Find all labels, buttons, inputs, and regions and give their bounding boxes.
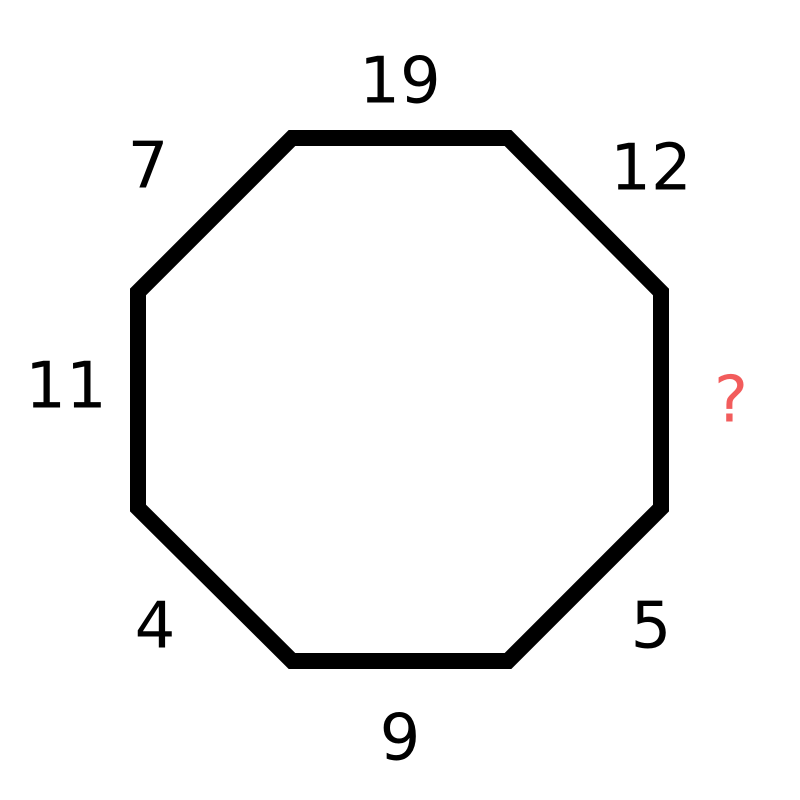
side-label-bottom: 9 [380, 702, 421, 776]
side-label-left: 11 [25, 350, 106, 424]
side-label-top: 19 [359, 45, 440, 119]
side-label-top-right: 12 [610, 132, 691, 206]
octagon-outline [130, 130, 669, 669]
side-label-bottom-right: 5 [631, 590, 672, 664]
side-label-right-unknown: ? [714, 364, 748, 438]
side-label-top-left: 7 [128, 130, 169, 204]
side-label-bottom-left: 4 [135, 590, 176, 664]
